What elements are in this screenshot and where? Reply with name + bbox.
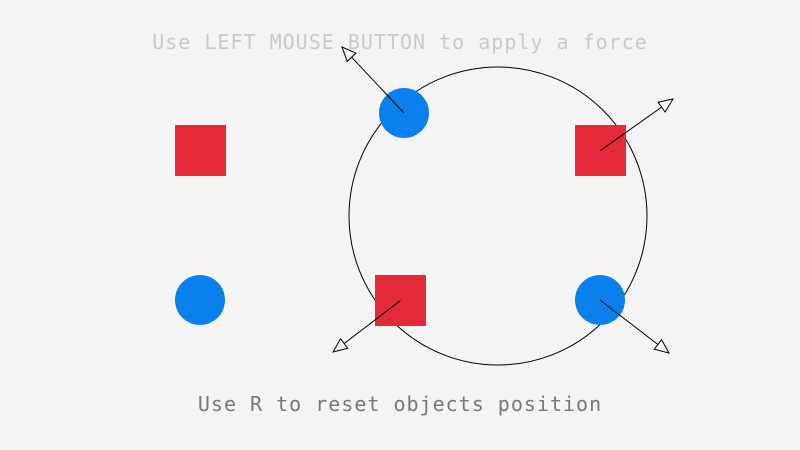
force-arrow-shaft-square-top-right — [600, 106, 662, 151]
force-arrow-shaft-circle-top — [351, 56, 405, 114]
body-circle-bottom-left[interactable] — [175, 275, 225, 325]
force-arrow-head-circle-bottom-right — [653, 338, 671, 354]
orbit-ring — [348, 66, 648, 366]
force-arrow-layer — [331, 46, 675, 354]
force-arrow-head-circle-top — [341, 46, 357, 63]
body-square-left[interactable] — [175, 125, 226, 176]
hint-text-apply-force: Use LEFT MOUSE BUTTON to apply a force — [152, 30, 648, 54]
force-arrow-square-top-right — [600, 98, 675, 151]
force-arrow-head-square-bottom-center — [331, 337, 349, 353]
force-arrow-shaft-circle-bottom-right — [599, 299, 659, 345]
orbit-ring-layer — [348, 66, 648, 366]
force-arrow-circle-top — [341, 46, 405, 114]
force-arrow-head-square-top-right — [657, 98, 675, 113]
hint-text-reset-objects: Use R to reset objects position — [197, 392, 603, 416]
force-arrow-circle-bottom-right — [599, 299, 671, 354]
force-arrow-shaft-square-bottom-center — [343, 300, 401, 344]
force-arrow-square-bottom-center — [331, 300, 401, 353]
body-layer[interactable] — [175, 88, 626, 326]
